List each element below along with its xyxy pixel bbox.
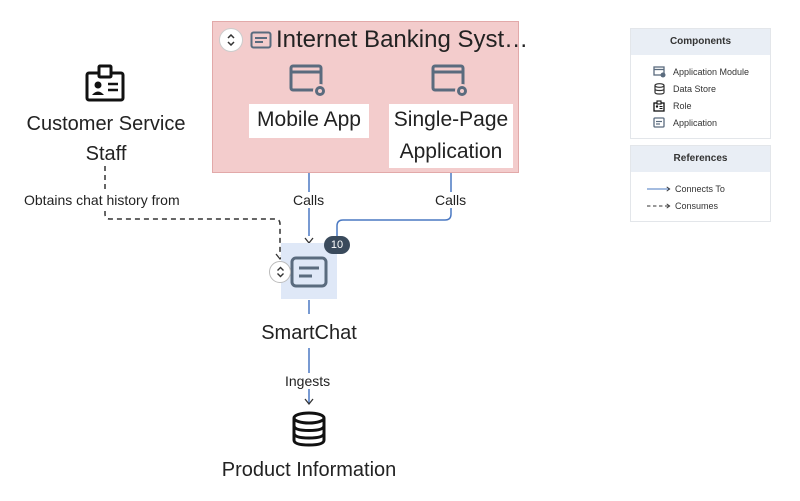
legend-item-data-store: Data Store xyxy=(631,80,770,97)
application-module-icon xyxy=(651,65,667,78)
edge-label-staff-obtains: Obtains chat history from xyxy=(22,192,182,208)
legend-label: Consumes xyxy=(675,200,719,211)
application-module-icon xyxy=(431,64,469,98)
data-store-icon xyxy=(651,82,667,95)
product-information-node[interactable]: Product Information xyxy=(221,459,397,481)
group-title: Internet Banking Syst… xyxy=(276,26,529,53)
legend-references-panel: References Connects To Consumes xyxy=(630,145,771,222)
legend-label: Data Store xyxy=(673,83,717,94)
legend-label: Application Module xyxy=(673,66,750,77)
legend-components-title: Components xyxy=(631,29,770,55)
legend-item-role: Role xyxy=(631,97,770,114)
legend-label: Application xyxy=(673,117,718,128)
application-icon xyxy=(651,117,667,129)
legend-label: Role xyxy=(673,100,692,111)
edge-label-spa-calls: Calls xyxy=(433,192,469,208)
edge-staff-obtains[interactable] xyxy=(104,166,281,256)
role-icon xyxy=(651,99,667,112)
solid-arrow-icon xyxy=(647,186,671,191)
edge-label-smartchat-ingests: Ingests xyxy=(283,373,333,389)
customer-service-label-line2: Staff xyxy=(85,143,127,165)
application-icon xyxy=(290,256,328,288)
single-page-application-node[interactable]: Single-Page Application xyxy=(389,104,513,168)
legend-item-application: Application xyxy=(631,114,770,131)
legend-label: Connects To xyxy=(675,183,725,194)
customer-service-staff-node[interactable]: Customer Service Staff xyxy=(6,109,206,169)
legend-item-consumes: Consumes xyxy=(631,197,770,214)
application-icon xyxy=(250,31,272,49)
application-module-icon xyxy=(289,64,327,98)
role-icon xyxy=(85,64,125,102)
collapse-group-icon[interactable] xyxy=(219,28,243,52)
smartchat-label: SmartChat xyxy=(261,322,357,344)
legend-item-connects-to: Connects To xyxy=(631,180,770,197)
expand-node-icon[interactable] xyxy=(269,261,291,283)
legend-item-application-module: Application Module xyxy=(631,63,770,80)
edge-spa-calls[interactable] xyxy=(336,168,452,243)
mobile-app-node[interactable]: Mobile App xyxy=(249,104,369,138)
legend-references-title: References xyxy=(631,146,770,172)
connection-count-badge: 10 xyxy=(324,236,350,254)
edge-label-mobile-calls: Calls xyxy=(291,192,327,208)
data-store-icon xyxy=(292,411,326,447)
customer-service-label-line1: Customer Service xyxy=(26,113,186,135)
dashed-arrow-icon xyxy=(647,203,671,208)
spa-label-line1: Single-Page xyxy=(393,108,509,131)
spa-label-line2: Application xyxy=(399,140,503,163)
legend-components-panel: Components Application Module Data Store… xyxy=(630,28,771,139)
